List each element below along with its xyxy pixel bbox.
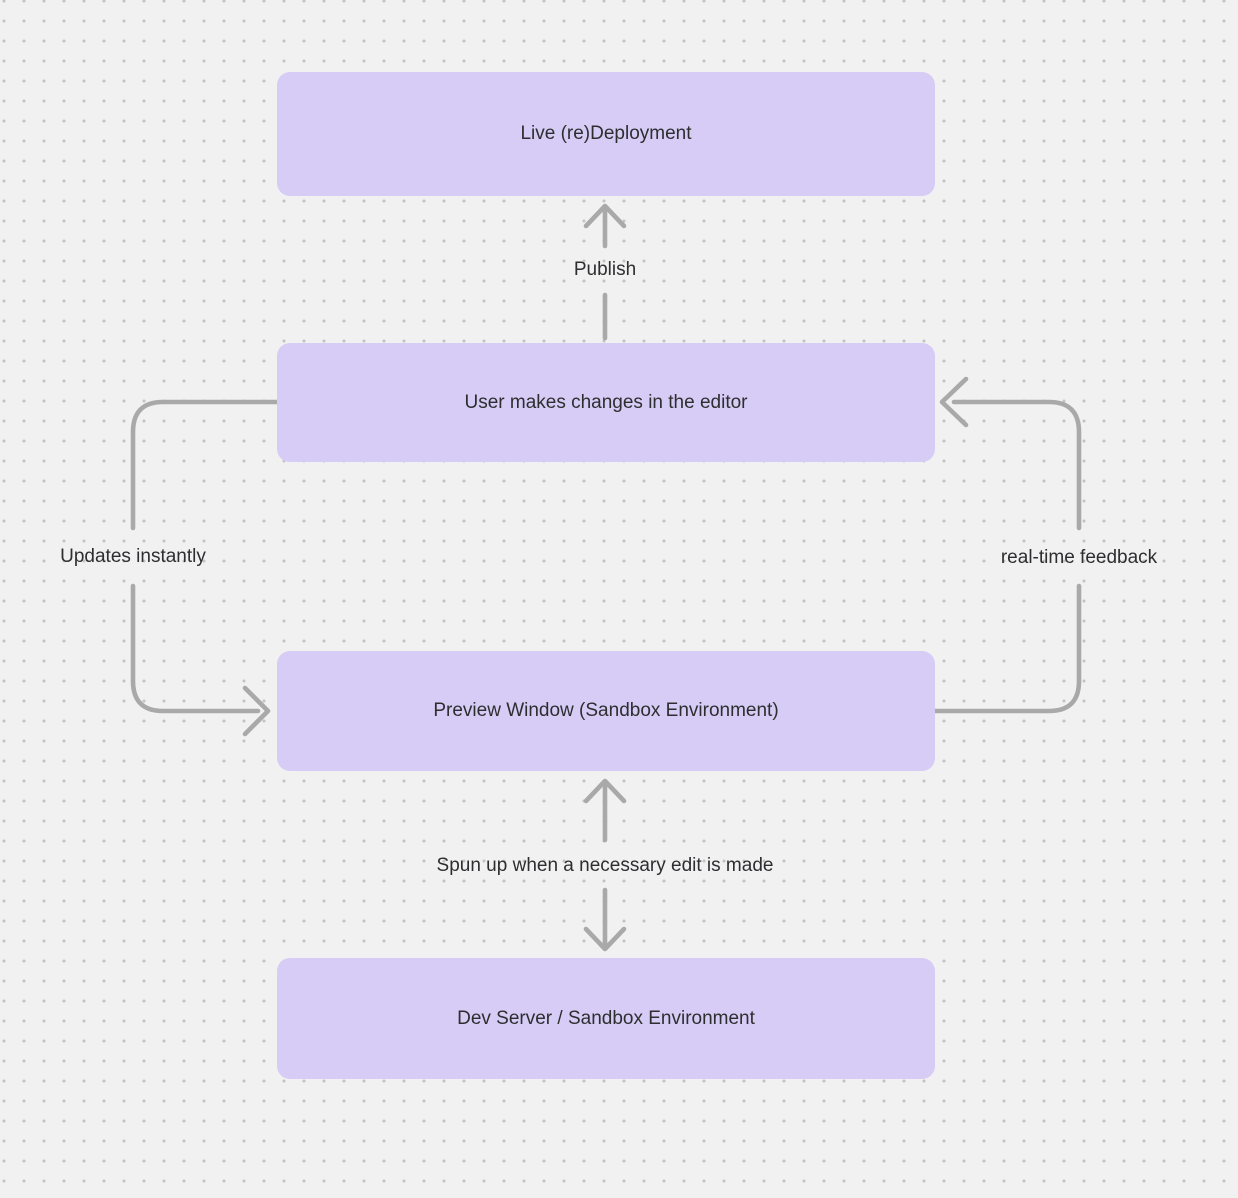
edge-label-spun-up: Spun up when a necessary edit is made [436,855,774,876]
node-preview-window: Preview Window (Sandbox Environment) [277,651,935,771]
arrow-updates-instantly [130,399,280,737]
node-dev-server: Dev Server / Sandbox Environment [277,958,935,1079]
node-user-changes: User makes changes in the editor [277,343,935,462]
edge-label-updates-instantly: Updates instantly [60,546,206,567]
node-preview-window-label: Preview Window (Sandbox Environment) [433,700,779,721]
node-live-redeployment-label: Live (re)Deployment [520,123,692,144]
edge-label-publish: Publish [573,259,637,280]
node-user-changes-label: User makes changes in the editor [464,391,748,413]
arrow-real-time-feedback [932,376,1082,714]
node-dev-server-label: Dev Server / Sandbox Environment [457,1007,755,1029]
edge-label-real-time-feedback: real-time feedback [1000,547,1158,568]
node-live-redeployment: Live (re)Deployment [277,72,935,196]
